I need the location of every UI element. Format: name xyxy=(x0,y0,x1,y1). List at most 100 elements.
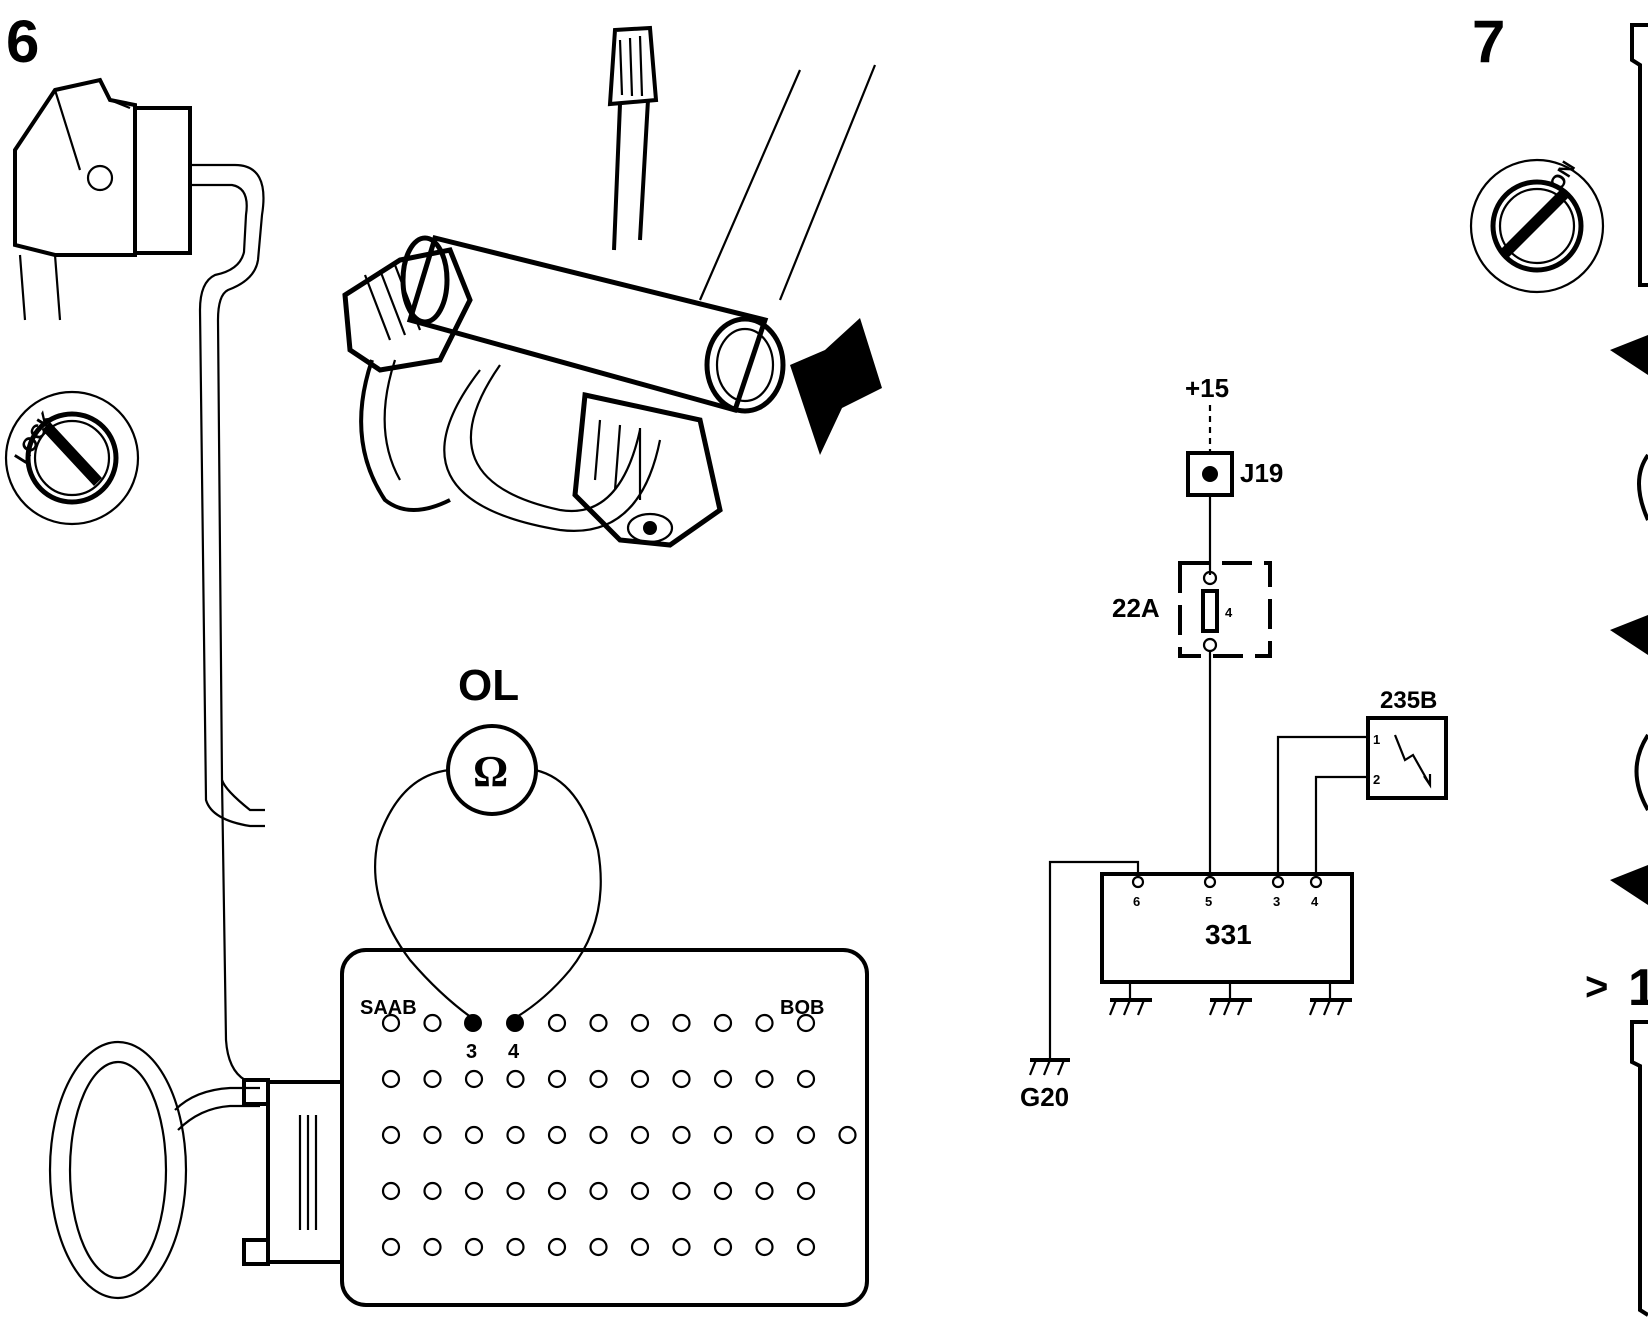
breakout-pin xyxy=(506,1237,525,1257)
ground-icon xyxy=(1028,1058,1070,1076)
breakout-pin xyxy=(464,1125,484,1145)
module-pin-6: 6 xyxy=(1133,894,1140,909)
breakout-pin xyxy=(381,1013,401,1033)
breakout-box-label-bob: BOB xyxy=(780,997,824,1019)
breakout-pin xyxy=(630,1013,650,1033)
breakout-pin xyxy=(672,1181,691,1201)
probe-lead-left xyxy=(374,768,473,1019)
fuse-label: 22A xyxy=(1112,593,1160,623)
breakout-pin xyxy=(423,1181,442,1201)
breakout-pin xyxy=(423,1069,442,1089)
ohm-symbol: Ω xyxy=(473,747,508,796)
breakout-pin xyxy=(713,1181,733,1201)
breakout-pin xyxy=(755,1013,774,1033)
breakout-pin xyxy=(589,1181,608,1201)
module-331 xyxy=(1100,872,1354,984)
module-pin-4: 4 xyxy=(1311,894,1319,909)
breakout-pin xyxy=(381,1237,401,1257)
breakout-pin xyxy=(423,1237,442,1257)
breakout-pin xyxy=(589,1237,608,1257)
breakout-pin xyxy=(755,1069,774,1089)
breakout-pin xyxy=(464,1237,484,1257)
ignition-on-icon: ON xyxy=(1469,158,1605,294)
probe-point-4 xyxy=(506,1014,524,1032)
breakout-pin xyxy=(423,1013,442,1033)
probe-pin-label-4: 4 xyxy=(508,1041,520,1063)
sensor-label: 235B xyxy=(1380,687,1437,714)
sensor-pin-2: 2 xyxy=(1373,772,1380,787)
ground-label: G20 xyxy=(1020,1082,1069,1112)
breakout-pin xyxy=(547,1013,567,1033)
direction-arrow-icon xyxy=(790,318,882,455)
probe-point-3 xyxy=(464,1014,482,1032)
breakout-pin xyxy=(547,1069,567,1089)
module-pin-3: 3 xyxy=(1273,894,1280,909)
probe-pin-label-3: 3 xyxy=(466,1041,477,1063)
module-label: 331 xyxy=(1205,919,1252,950)
module-pin-5: 5 xyxy=(1205,894,1212,909)
bob-connector xyxy=(13,77,192,321)
breakout-pin xyxy=(630,1125,650,1145)
breakout-pin xyxy=(547,1125,567,1145)
sensor-235b xyxy=(1366,716,1448,800)
breakout-pin xyxy=(589,1013,608,1033)
ignition-lock-icon: LOCK xyxy=(4,390,140,526)
breakout-pin xyxy=(630,1069,650,1089)
breakout-pin xyxy=(672,1237,691,1257)
breakout-pin xyxy=(630,1181,650,1201)
junction-label: J19 xyxy=(1240,458,1283,488)
breakout-pin xyxy=(713,1237,733,1257)
breakout-pin xyxy=(381,1181,401,1201)
probe-lead-right xyxy=(514,768,602,1019)
on-label: ON xyxy=(1546,158,1581,195)
step7-digit: 1 xyxy=(1628,959,1648,1017)
fuse-number: 4 xyxy=(1225,605,1233,620)
lightning-icon xyxy=(1393,734,1432,789)
step7-partial-figure: > 1 xyxy=(1585,23,1648,1317)
supply-label: +15 xyxy=(1185,373,1229,403)
breakout-pin xyxy=(713,1125,733,1145)
multimeter-reading: OL xyxy=(458,661,519,710)
breakout-pin xyxy=(506,1181,525,1201)
breakout-pin xyxy=(589,1125,608,1145)
breakout-pin xyxy=(713,1013,733,1033)
breakout-pin xyxy=(672,1069,691,1089)
breakout-pin xyxy=(547,1181,567,1201)
breakout-box-label-saab: SAAB xyxy=(360,997,417,1019)
breakout-pin xyxy=(672,1125,691,1145)
breakout-pin xyxy=(713,1069,733,1089)
breakout-pin xyxy=(796,1069,816,1089)
breakout-plug xyxy=(266,1080,344,1264)
breakout-pin xyxy=(796,1013,816,1033)
step-number-6: 6 xyxy=(6,8,39,75)
breakout-pin xyxy=(506,1125,525,1145)
fuse-icon xyxy=(1201,589,1219,633)
breakout-pin xyxy=(381,1125,401,1145)
breakout-pin xyxy=(672,1013,691,1033)
breakout-pin xyxy=(381,1069,401,1089)
breakout-pin xyxy=(464,1181,484,1201)
breakout-pin xyxy=(589,1069,608,1089)
breakout-pin xyxy=(796,1237,816,1257)
pin-grid xyxy=(381,1013,857,1257)
step7-marker: > xyxy=(1585,965,1608,1009)
chassis-ground-icons xyxy=(1108,982,1352,1016)
multimeter: OL Ω xyxy=(374,661,602,1019)
steering-column-connector xyxy=(342,25,882,548)
breakout-pin xyxy=(838,1125,857,1145)
breakout-pin xyxy=(506,1069,525,1089)
breakout-pin xyxy=(755,1125,774,1145)
breakout-box: SAAB BOB 3 4 xyxy=(242,948,869,1307)
breakout-pin xyxy=(630,1237,650,1257)
step-number-7: 7 xyxy=(1472,8,1505,75)
circuit-schematic: +15 J19 4 22A 235B 1 2 6 5 3 4 331 xyxy=(1020,373,1448,1112)
sensor-pin-1: 1 xyxy=(1373,732,1380,747)
breakout-pin xyxy=(796,1125,816,1145)
breakout-pin xyxy=(755,1181,774,1201)
breakout-pin xyxy=(464,1069,484,1089)
breakout-pin xyxy=(547,1237,567,1257)
fuse-box xyxy=(1178,561,1272,658)
breakout-pin xyxy=(423,1125,442,1145)
breakout-pin xyxy=(796,1181,816,1201)
